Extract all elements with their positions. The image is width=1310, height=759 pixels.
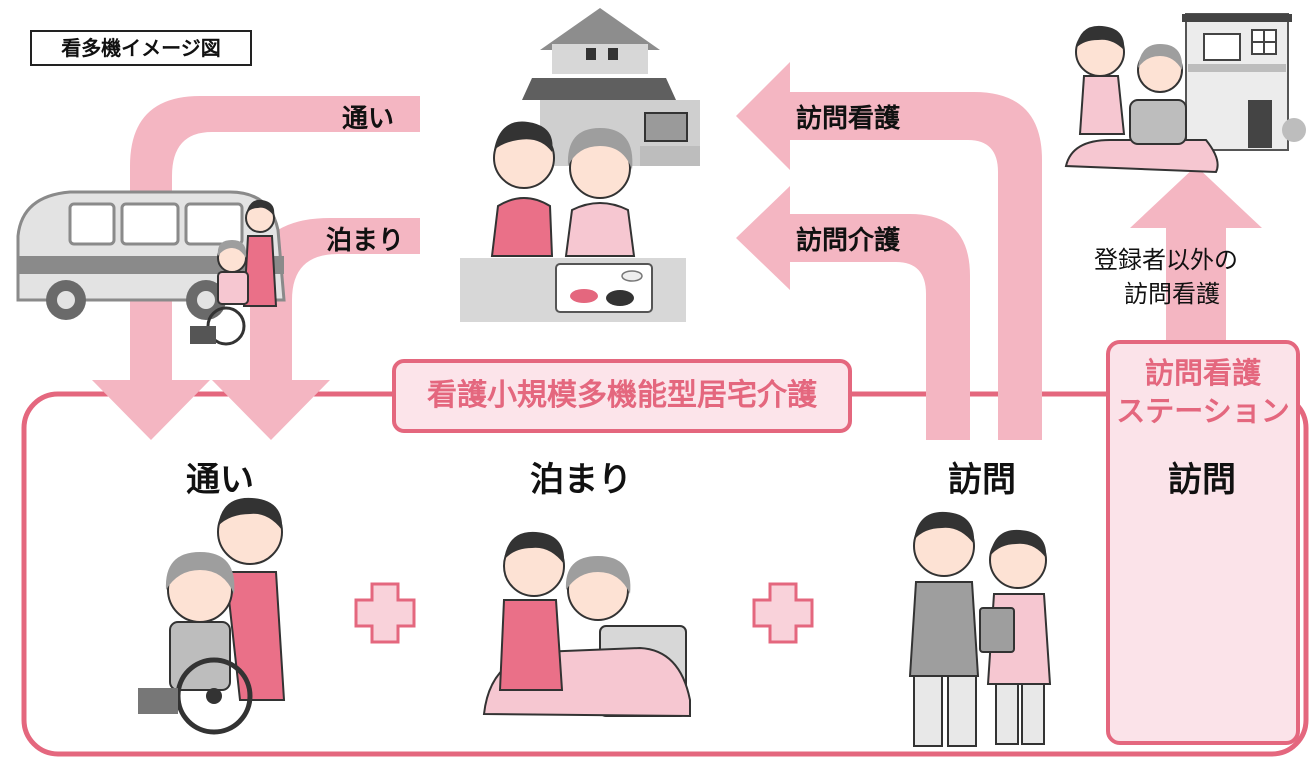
station-service-label: 訪問 <box>1168 460 1236 500</box>
plus-sign-2 <box>752 582 814 644</box>
service-label-homon: 訪問 <box>948 460 1016 500</box>
arrow-station-up <box>1130 166 1262 340</box>
house-illustration <box>522 8 700 166</box>
homon-staff-illustration <box>908 511 1052 747</box>
plus-sign-1 <box>354 582 416 644</box>
label-arrow-tomari: 泊まり <box>326 226 405 256</box>
meal-assistance-illustration <box>460 121 686 322</box>
tomari-bed-illustration <box>482 531 691 718</box>
diagram-title: 看多機イメージ図 <box>30 30 252 66</box>
station-title-line2: ステーション <box>1116 394 1290 428</box>
service-label-kayoi: 通い <box>186 460 254 500</box>
service-label-tomari: 泊まり <box>530 460 632 500</box>
label-external-line1: 登録者以外の <box>1094 246 1238 274</box>
station-panel <box>1106 340 1300 745</box>
label-external-line2: 訪問看護 <box>1124 280 1220 308</box>
arrow-homon-kango <box>736 62 1042 440</box>
label-arrow-homon-kango: 訪問看護 <box>796 104 901 134</box>
label-arrow-homon-kaigo: 訪問介護 <box>796 226 901 256</box>
station-title-line1: 訪問看護 <box>1144 356 1261 390</box>
station-title: 訪問看護 ステーション <box>1106 354 1300 430</box>
kayoi-wheelchair-illustration <box>138 497 286 735</box>
home-visit-illustration <box>1064 13 1306 174</box>
label-arrow-kayoi: 通い <box>342 104 395 134</box>
arrow-homon-kaigo <box>736 186 970 440</box>
small-wheelchair-illustration <box>190 199 278 346</box>
main-service-label: 看護小規模多機能型居宅介護 <box>392 359 852 433</box>
